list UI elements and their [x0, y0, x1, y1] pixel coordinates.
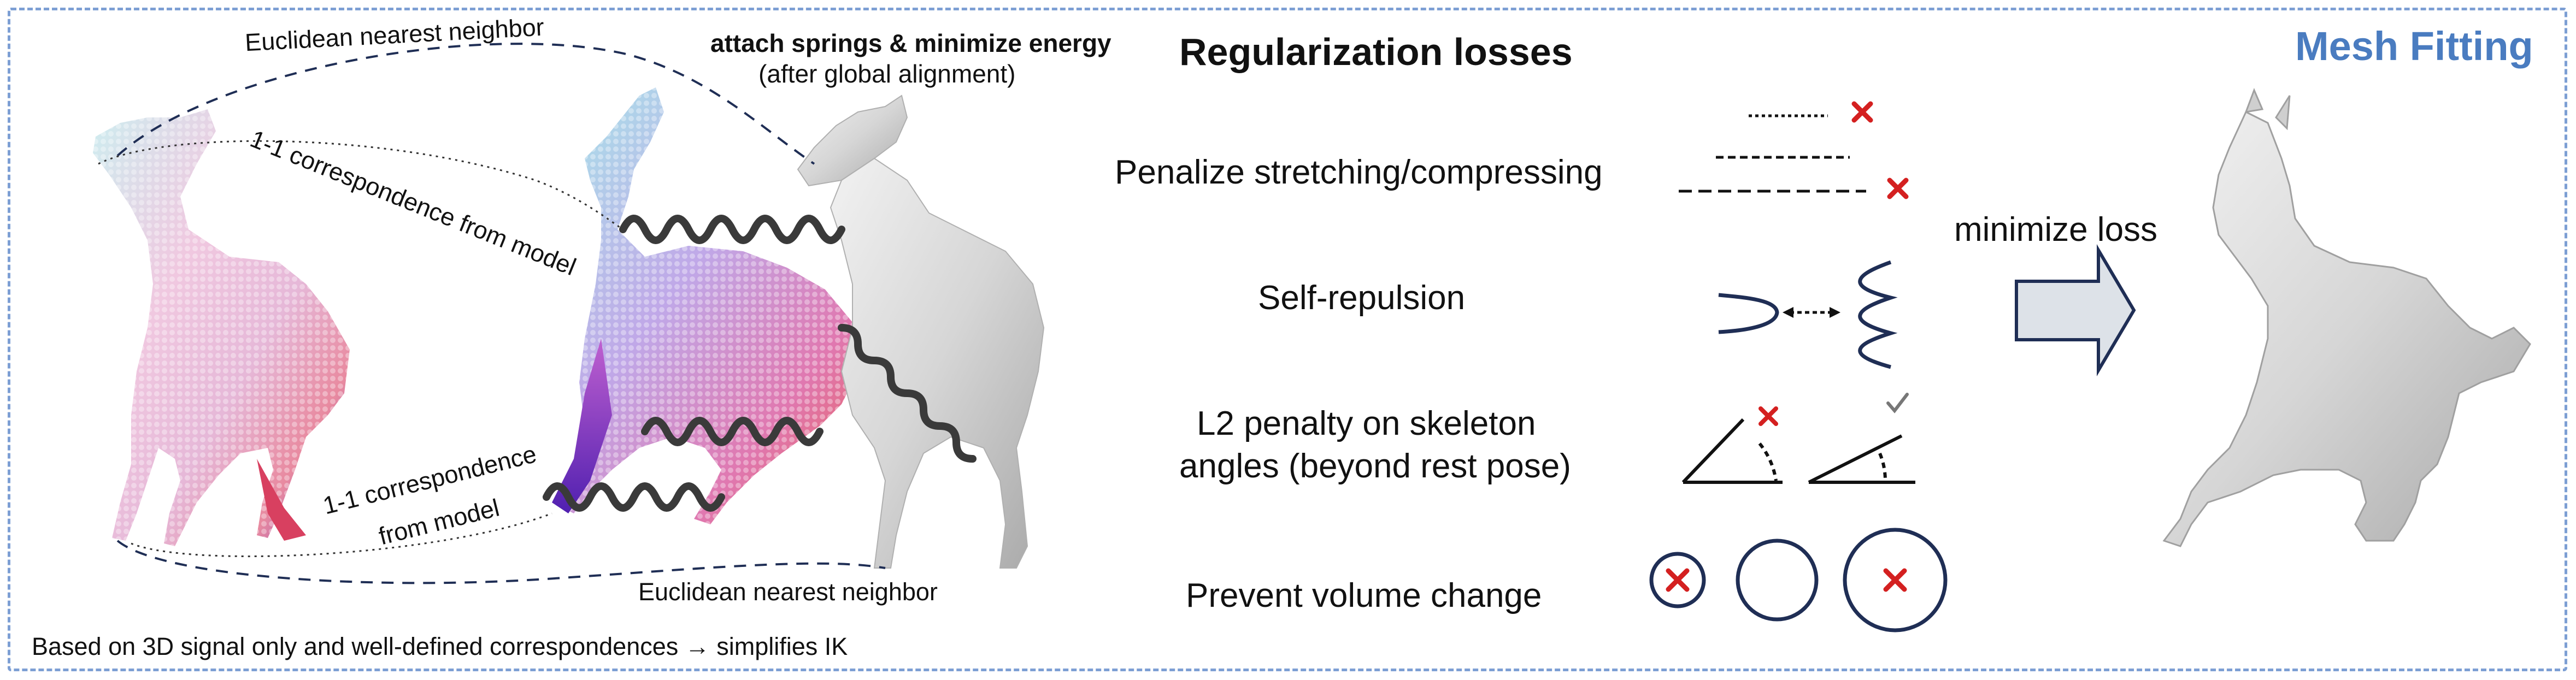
footer-note: Based on 3D signal only and well-defined…: [32, 632, 848, 660]
loss-label-stretching: Penalize stretching/compressing: [1115, 153, 1603, 191]
springs-title: attach springs & minimize energy: [710, 29, 1111, 57]
regularization-losses-title: Regularization losses: [1179, 31, 1573, 73]
cross-icon: [1758, 406, 1778, 426]
stretch-lines-icon: [1679, 114, 1866, 193]
mesh-fitting-title: Mesh Fitting: [2295, 23, 2533, 69]
loss-label-volume: Prevent volume change: [1186, 577, 1542, 614]
cross-icon: [1666, 568, 1907, 592]
springs-subtitle: (after global alignment): [758, 60, 1016, 88]
target-mesh-horse: [797, 94, 1045, 569]
dashed-frame: [8, 8, 2567, 671]
cross-icon: [1851, 101, 1909, 199]
check-icon: [1886, 393, 1909, 413]
correspondence-curves: [98, 43, 886, 584]
fitted-mesh-horse: [2162, 87, 2531, 547]
loss-label-skeleton-line1: L2 penalty on skeleton: [1197, 405, 1536, 442]
volume-circles-icon: [1649, 528, 1948, 632]
repulsion-curves-icon: [1718, 260, 1898, 369]
euclidean-label-bottom: Euclidean nearest neighbor: [638, 578, 938, 606]
minimize-loss-label: minimize loss: [1954, 211, 2158, 249]
springs: [543, 215, 977, 512]
right-arrow-icon: [2015, 244, 2136, 376]
voxel-horse-middle: [552, 87, 896, 524]
voxel-horse-left: [93, 109, 350, 546]
loss-label-self-repulsion: Self-repulsion: [1258, 279, 1466, 317]
loss-label-skeleton-line2: angles (beyond rest pose): [1179, 447, 1571, 485]
angle-icon: [1681, 418, 1915, 484]
